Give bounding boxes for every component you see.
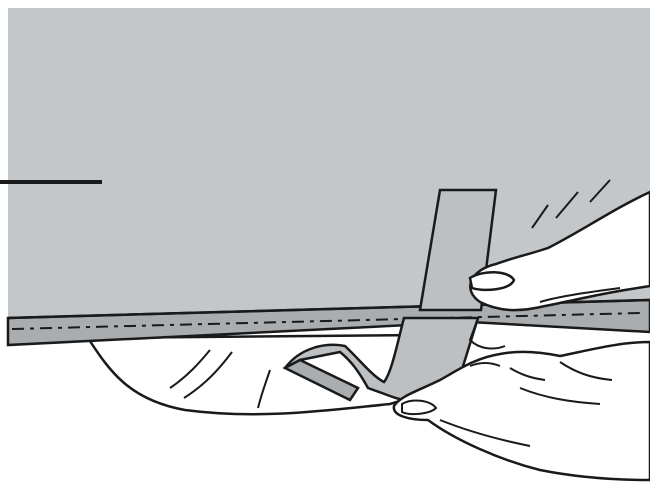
- thumb-nail: [470, 272, 514, 290]
